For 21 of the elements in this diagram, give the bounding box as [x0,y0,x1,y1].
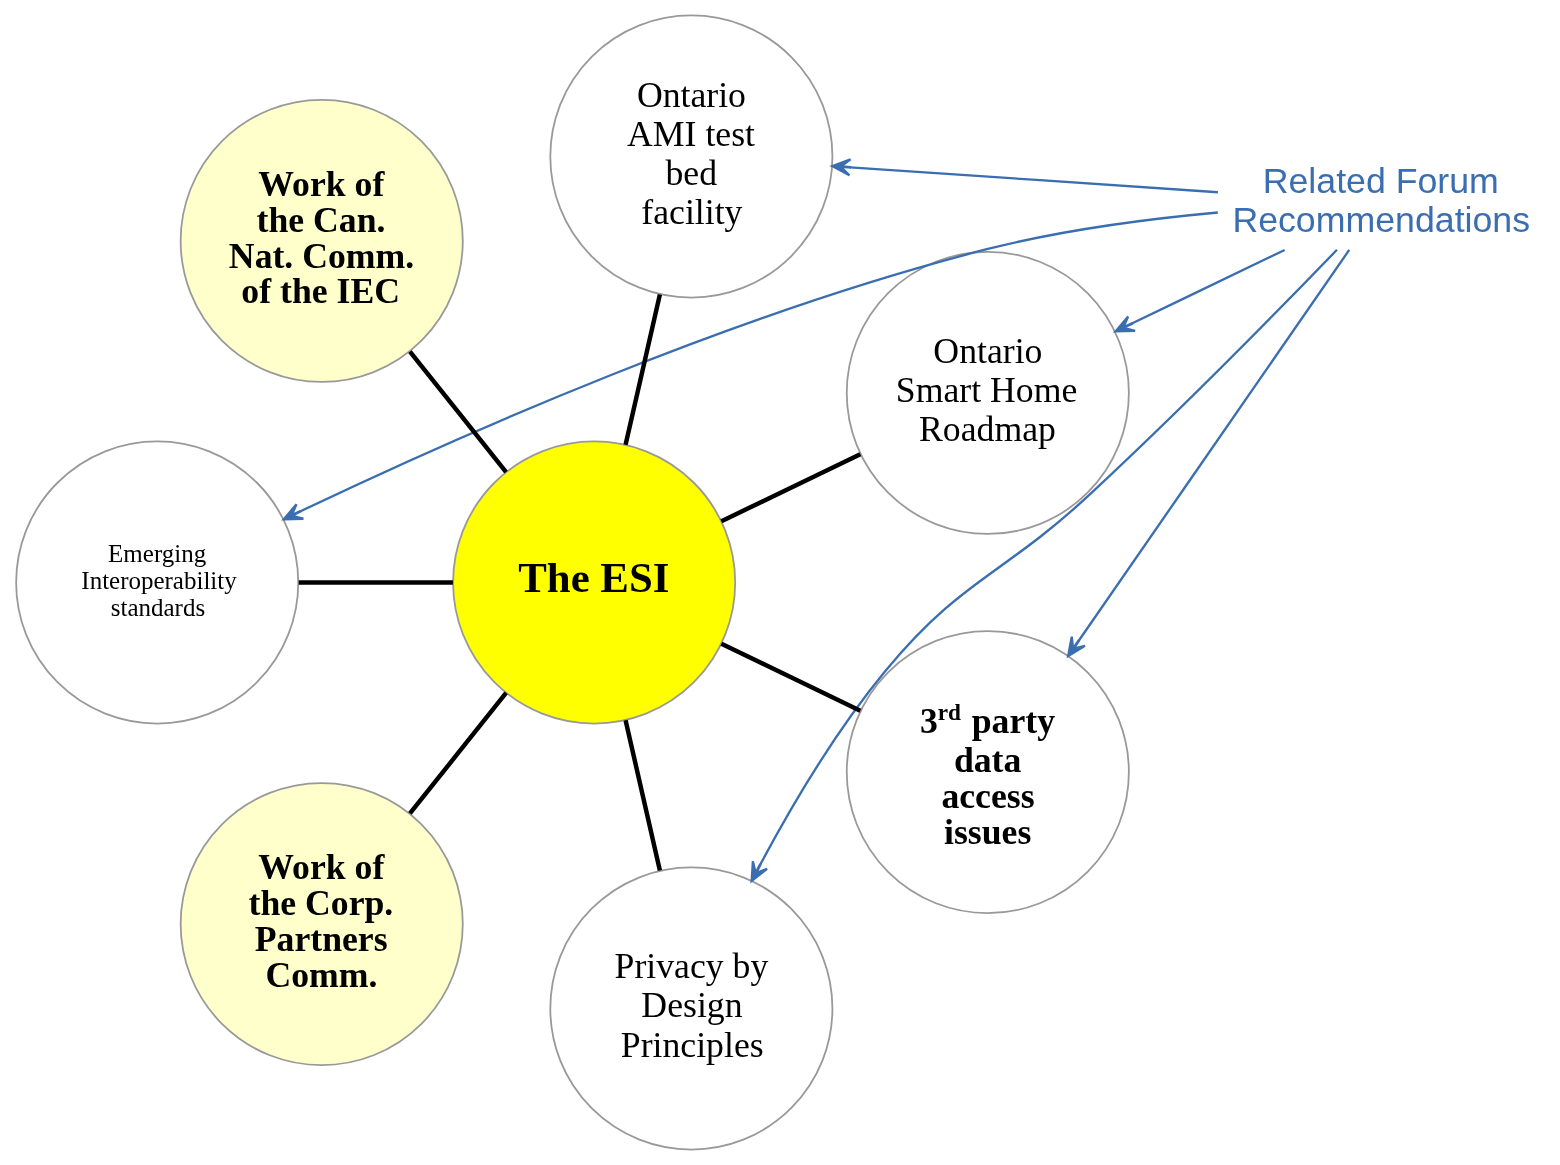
node-circle: Work of the Can. Nat. Comm. of the IEC [179,98,464,383]
connector [622,294,662,446]
node-circle: Ontario AMI test bed facility [548,14,833,299]
arrow [1066,249,1350,658]
node-text: Related Forum Recommendations [1231,160,1530,240]
node-circle: Emerging Interoperability standards [14,440,299,725]
node-circle: Privacy by Design Principles [548,866,833,1151]
arrow [1113,248,1285,333]
connector [407,691,508,815]
connector [719,452,861,524]
connector [298,580,453,585]
node-circle: 3$^{rd}$ party data access issues [845,630,1130,915]
arrow [282,211,1218,521]
arrow [750,249,1338,883]
node-circle: The ESI [451,440,736,725]
connector [622,719,662,871]
connector [719,641,861,713]
connector [407,350,508,474]
arrow [830,158,1218,194]
node-circle: Ontario Smart Home Roadmap [845,250,1130,535]
node-circle: Work of the Corp. Partners Comm. [179,782,464,1067]
